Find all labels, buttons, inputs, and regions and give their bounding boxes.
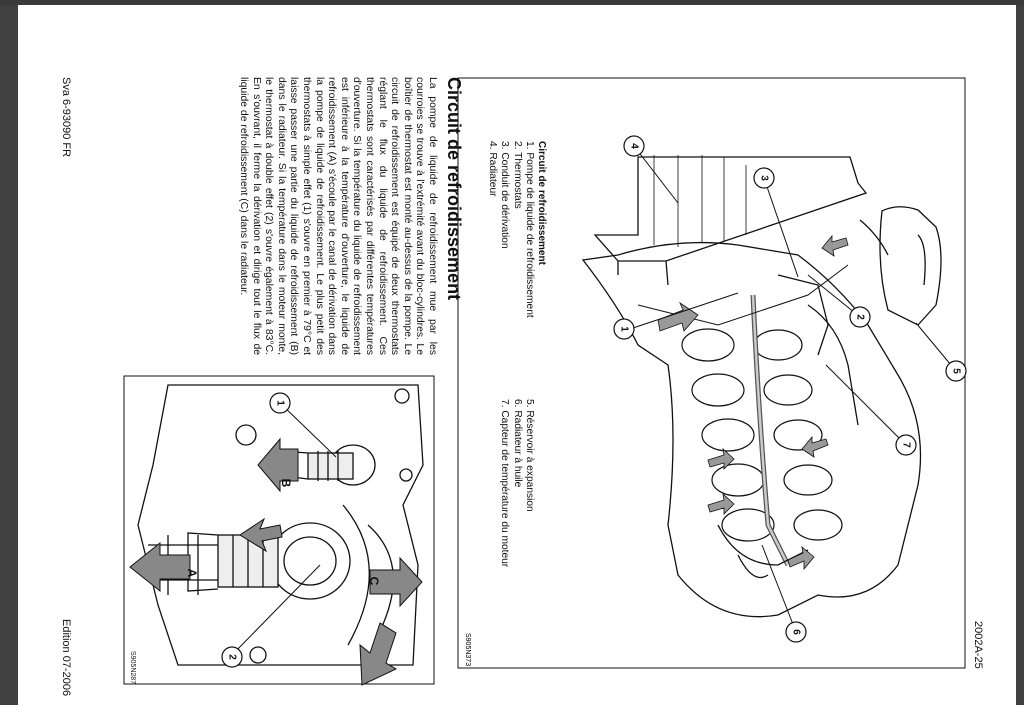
viewer-top-edge [0, 0, 1024, 5]
fig2-callout-1: 1 [275, 400, 286, 406]
figure1-engine-diagram: 4 3 1 2 5 7 6 S905N373 [123, 77, 967, 686]
callout-1: 1 [619, 326, 630, 332]
callout-7: 7 [901, 442, 912, 448]
flow-arrow-b [257, 437, 299, 493]
fig2-callout-2: 2 [227, 654, 238, 660]
callout-6: 6 [791, 629, 802, 635]
figure2-frame [123, 375, 435, 685]
flow-label-b: B [279, 479, 293, 488]
flow-label-c: C [367, 577, 381, 586]
callout-3: 3 [759, 175, 770, 181]
flow-label-a: A [185, 569, 199, 578]
callout-2: 2 [855, 314, 866, 320]
document-page: 2002A-25 Edition 07-2006 Sva 6-93090 FR … [18, 5, 1016, 705]
flow-arrow-c [369, 556, 423, 608]
flow-arrow-a [129, 541, 191, 593]
flow-arrow-in [359, 622, 398, 686]
callout-5: 5 [951, 368, 962, 374]
callout-4: 4 [629, 143, 640, 149]
figure1-code: S905N373 [464, 633, 471, 666]
figure2-code: S905N287 [129, 651, 136, 684]
